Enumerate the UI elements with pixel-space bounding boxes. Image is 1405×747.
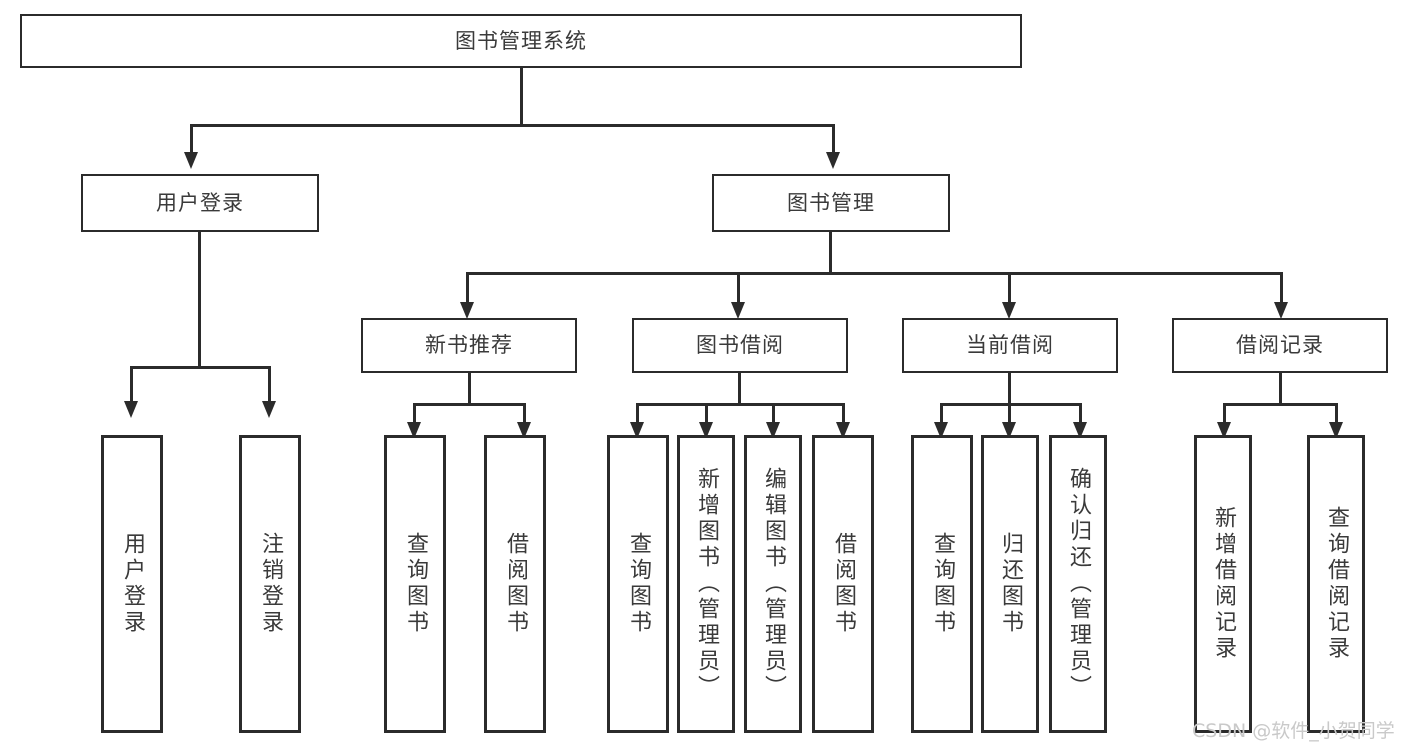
edge-new-book-recommend-drop-2 — [523, 403, 526, 425]
node-root-book-management-system[interactable]: 图书管理系统 — [20, 14, 1022, 68]
edge-borrow-record-drop-2 — [1335, 403, 1338, 425]
edge-root-to-book-management — [832, 124, 835, 154]
edge-current-borrow-drop-1 — [940, 403, 943, 425]
arrowhead-borrow-record-child-1 — [1217, 422, 1231, 439]
node-label: 归还图书 — [998, 532, 1023, 636]
edge-new-book-recommend-drop-1 — [413, 403, 416, 425]
node-leaf-borrow-book[interactable]: 借阅图书 — [812, 435, 874, 733]
edge-borrow-record-bus — [1223, 403, 1338, 406]
node-leaf-borrow-book-recommend[interactable]: 借阅图书 — [484, 435, 546, 733]
node-leaf-query-borrow-record[interactable]: 查询借阅记录 — [1307, 435, 1365, 733]
edge-new-book-recommend-stem — [468, 373, 471, 405]
edge-current-borrow-stem — [1008, 373, 1011, 405]
node-label: 图书借阅 — [696, 333, 784, 358]
edge-root-stem — [520, 68, 523, 126]
node-label: 确认归还（管理员） — [1066, 467, 1091, 701]
node-leaf-edit-book-admin[interactable]: 编辑图书（管理员） — [744, 435, 802, 733]
node-new-book-recommend[interactable]: 新书推荐 — [361, 318, 577, 373]
arrowhead-new-book-recommend-child-1 — [407, 422, 421, 439]
arrowhead-root-to-book-management — [826, 152, 840, 169]
arrowhead-book-management-child-1 — [460, 302, 474, 319]
edge-user-login-drop-2 — [268, 366, 271, 403]
node-leaf-user-login[interactable]: 用户登录 — [101, 435, 163, 733]
edge-book-borrow-drop-1 — [636, 403, 639, 425]
node-leaf-query-book-recommend[interactable]: 查询图书 — [384, 435, 446, 733]
node-book-borrow[interactable]: 图书借阅 — [632, 318, 848, 373]
node-label: 新增借阅记录 — [1211, 506, 1236, 662]
node-label: 图书管理系统 — [455, 28, 587, 53]
node-leaf-return-book[interactable]: 归还图书 — [981, 435, 1039, 733]
arrowhead-book-borrow-child-2 — [699, 422, 713, 439]
edge-book-management-drop-2 — [737, 272, 740, 304]
edge-book-borrow-drop-2 — [705, 403, 708, 425]
arrowhead-book-borrow-child-3 — [766, 422, 780, 439]
node-borrow-record[interactable]: 借阅记录 — [1172, 318, 1388, 373]
node-label: 编辑图书（管理员） — [761, 467, 786, 701]
node-label: 用户登录 — [156, 190, 244, 215]
edge-book-management-drop-3 — [1008, 272, 1011, 304]
node-label: 当前借阅 — [966, 333, 1054, 358]
arrowhead-current-borrow-child-2 — [1002, 422, 1016, 439]
node-leaf-query-book-current[interactable]: 查询图书 — [911, 435, 973, 733]
edge-current-borrow-drop-2 — [1008, 403, 1011, 425]
arrowhead-book-management-child-3 — [1002, 302, 1016, 319]
node-book-management[interactable]: 图书管理 — [712, 174, 950, 232]
node-label: 用户登录 — [120, 532, 145, 636]
edge-book-management-bus — [466, 272, 1283, 275]
arrowhead-root-to-user-login — [184, 152, 198, 169]
edge-book-borrow-drop-3 — [772, 403, 775, 425]
node-label: 查询借阅记录 — [1324, 506, 1349, 662]
edge-borrow-record-drop-1 — [1223, 403, 1226, 425]
arrowhead-current-borrow-child-3 — [1073, 422, 1087, 439]
arrowhead-new-book-recommend-child-2 — [517, 422, 531, 439]
edge-book-borrow-bus — [636, 403, 845, 406]
node-label: 图书管理 — [787, 190, 875, 215]
node-label: 借阅图书 — [503, 532, 528, 636]
node-leaf-add-borrow-record[interactable]: 新增借阅记录 — [1194, 435, 1252, 733]
node-leaf-logout[interactable]: 注销登录 — [239, 435, 301, 733]
arrowhead-book-borrow-child-4 — [836, 422, 850, 439]
arrowhead-book-borrow-child-1 — [630, 422, 644, 439]
edge-user-login-bus — [130, 366, 271, 369]
edge-root-to-user-login — [190, 124, 193, 154]
node-leaf-query-book-borrow[interactable]: 查询图书 — [607, 435, 669, 733]
edge-current-borrow-drop-3 — [1079, 403, 1082, 425]
node-label: 查询图书 — [403, 532, 428, 636]
node-leaf-add-book-admin[interactable]: 新增图书（管理员） — [677, 435, 735, 733]
node-label: 借阅记录 — [1236, 333, 1324, 358]
node-user-login[interactable]: 用户登录 — [81, 174, 319, 232]
node-label: 查询图书 — [626, 532, 651, 636]
arrowhead-book-management-child-4 — [1274, 302, 1288, 319]
node-label: 新增图书（管理员） — [694, 467, 719, 701]
edge-root-bus — [190, 124, 835, 127]
node-label: 借阅图书 — [831, 532, 856, 636]
node-current-borrow[interactable]: 当前借阅 — [902, 318, 1118, 373]
arrowhead-current-borrow-child-1 — [934, 422, 948, 439]
arrowhead-user-login-child-1 — [124, 401, 138, 418]
node-label: 查询图书 — [930, 532, 955, 636]
edge-book-management-drop-1 — [466, 272, 469, 304]
edge-new-book-recommend-bus — [413, 403, 526, 406]
edge-current-borrow-bus — [940, 403, 1082, 406]
csdn-watermark: CSDN @软件_小贺同学 — [1192, 720, 1395, 742]
edge-book-management-stem — [829, 232, 832, 274]
edge-borrow-record-stem — [1279, 373, 1282, 405]
edge-book-borrow-drop-4 — [842, 403, 845, 425]
edge-user-login-drop-1 — [130, 366, 133, 403]
edge-user-login-stem — [198, 232, 201, 368]
arrowhead-book-management-child-2 — [731, 302, 745, 319]
edge-book-borrow-stem — [738, 373, 741, 405]
node-leaf-confirm-return-admin[interactable]: 确认归还（管理员） — [1049, 435, 1107, 733]
edge-book-management-drop-4 — [1280, 272, 1283, 304]
arrowhead-user-login-child-2 — [262, 401, 276, 418]
node-label: 注销登录 — [258, 532, 283, 636]
node-label: 新书推荐 — [425, 333, 513, 358]
arrowhead-borrow-record-child-2 — [1329, 422, 1343, 439]
